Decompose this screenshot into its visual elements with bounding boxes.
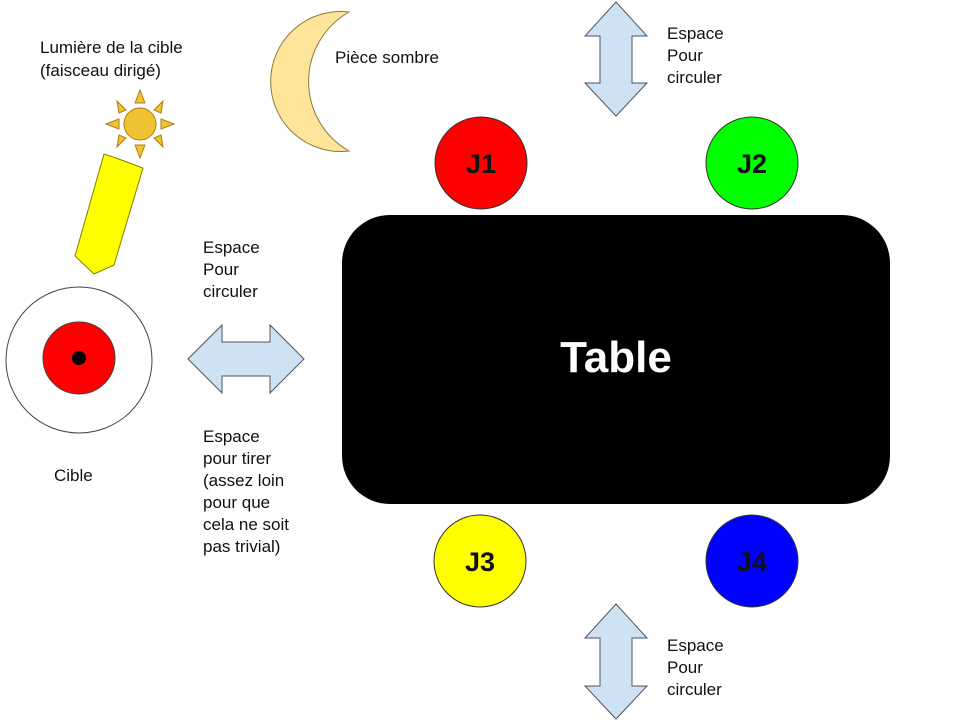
space-bottom-line-2: Pour (667, 658, 703, 677)
double-arrow-icon (583, 603, 649, 720)
space-top-label: Espace Pour circuler (667, 24, 728, 87)
dark-room-label: Pièce sombre (335, 48, 439, 67)
shooting-space-line-4: pour que (203, 493, 270, 512)
target-icon (5, 286, 153, 434)
space-left-line-3: circuler (203, 282, 258, 301)
space-top-line-3: circuler (667, 68, 722, 87)
shooting-space-line-1: Espace (203, 427, 260, 446)
light-label-line-1: Lumière de la cible (40, 38, 183, 57)
sun-icon (104, 88, 176, 160)
space-bottom-line-3: circuler (667, 680, 722, 699)
player-j1 (434, 116, 528, 210)
moon-icon (270, 11, 351, 152)
flashlight-icon (74, 153, 144, 275)
space-top-line-2: Pour (667, 46, 703, 65)
player-j4-label: J4 (737, 547, 767, 577)
double-arrow-icon (187, 323, 305, 395)
shooting-space-line-6: pas trivial) (203, 537, 280, 556)
shooting-space-line-2: pour tirer (203, 449, 271, 468)
space-bottom-label: Espace Pour circuler (667, 636, 728, 699)
table-label: Table (560, 333, 672, 382)
space-left-label: Espace Pour circuler (203, 238, 264, 301)
player-j4 (705, 514, 799, 608)
light-label: Lumière de la cible (faisceau dirigé) (40, 38, 187, 80)
player-j2-label: J2 (737, 149, 767, 179)
space-left-line-1: Espace (203, 238, 260, 257)
double-arrow-icon (583, 1, 649, 117)
player-j3 (433, 514, 527, 608)
player-j1-label: J1 (466, 149, 496, 179)
shooting-space-line-3: (assez loin (203, 471, 284, 490)
shooting-space-label: Espace pour tirer (assez loin pour que c… (203, 427, 294, 556)
player-j2 (705, 116, 799, 210)
table (342, 215, 890, 504)
shooting-space-line-5: cela ne soit (203, 515, 289, 534)
player-j3-label: J3 (465, 547, 495, 577)
space-left-line-2: Pour (203, 260, 239, 279)
light-label-line-2: (faisceau dirigé) (40, 61, 161, 80)
space-bottom-line-1: Espace (667, 636, 724, 655)
target-label: Cible (54, 466, 93, 485)
space-top-line-1: Espace (667, 24, 724, 43)
